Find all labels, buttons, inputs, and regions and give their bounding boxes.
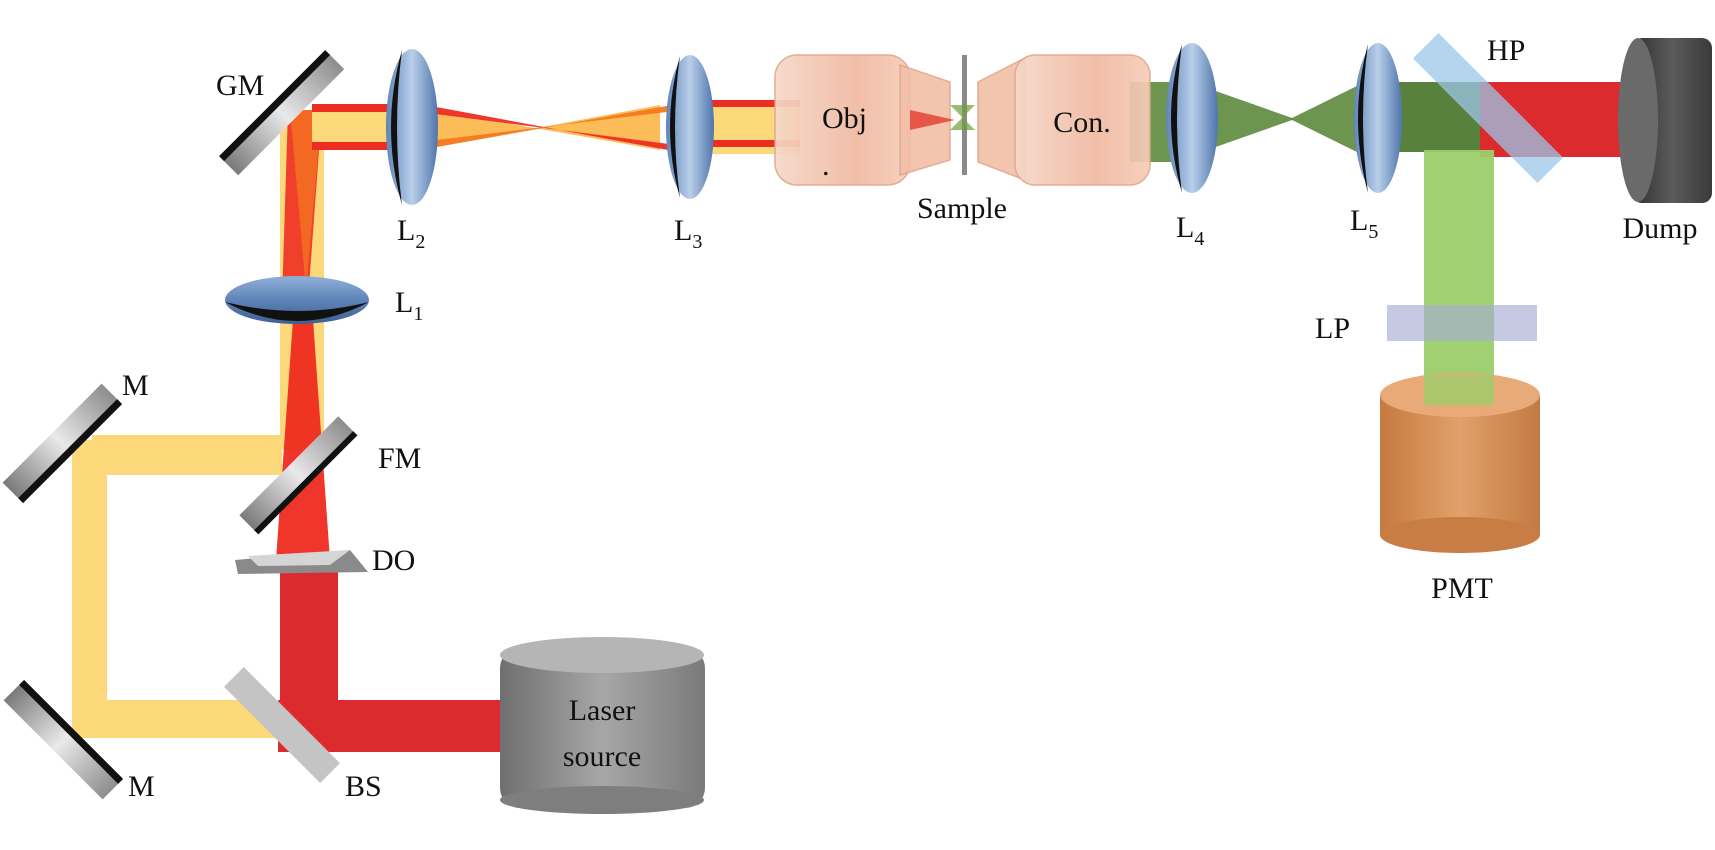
red-beam-gm-to-l2-a xyxy=(312,104,422,112)
label-m-bottom: M xyxy=(128,770,155,803)
laser-source: Laser source xyxy=(500,637,705,814)
label-m-top: M xyxy=(122,369,149,402)
label-l4: L4 xyxy=(1176,211,1204,250)
objective-obj xyxy=(774,54,955,186)
yellow-beam-bottom-horizontal xyxy=(72,700,277,738)
red-beam-l2-l3-cross2 xyxy=(420,100,700,150)
mirror-m-bottom xyxy=(3,679,124,800)
label-gm: GM xyxy=(216,69,264,102)
condenser-con xyxy=(977,54,1151,186)
galvo-mirror-gm xyxy=(219,50,345,176)
label-l3: L3 xyxy=(674,214,702,253)
red-beam-l2-l3-cross1 xyxy=(420,104,700,156)
lens-l4 xyxy=(1166,43,1218,193)
red-beam-l3-to-obj-a xyxy=(680,100,800,107)
label-hp: HP xyxy=(1487,34,1525,67)
harmonic-plate-hp xyxy=(1413,33,1563,183)
long-pass-filter-lp xyxy=(1387,305,1537,341)
label-dump: Dump xyxy=(1623,212,1698,245)
lens-l1 xyxy=(225,276,369,324)
yellow-beam-top-horizontal xyxy=(92,435,282,475)
lens-l5 xyxy=(1354,43,1402,193)
red-beam-cone-gm xyxy=(290,110,322,290)
laser-source-label-line1: Laser xyxy=(569,694,636,727)
red-beam-l3-to-obj-b xyxy=(680,140,800,147)
red-beam-bs-to-do xyxy=(280,570,338,730)
mirror-m-top xyxy=(2,383,123,504)
label-l5: L5 xyxy=(1350,204,1378,243)
beam-dump xyxy=(1618,38,1712,203)
dispersive-optic-do xyxy=(235,550,368,574)
label-bs: BS xyxy=(345,770,382,803)
label-sample: Sample xyxy=(917,192,1007,225)
red-beam-gm-to-l2-b xyxy=(312,142,422,150)
label-l2: L2 xyxy=(397,214,425,253)
flip-mirror-fm xyxy=(239,416,358,535)
laser-source-label-line2: source xyxy=(563,740,641,773)
label-l1: L1 xyxy=(395,286,423,325)
label-obj: Obj xyxy=(822,102,867,135)
label-con: Con. xyxy=(1053,106,1111,139)
green-beam-l5-cone xyxy=(1290,82,1365,156)
lens-l3 xyxy=(666,55,714,199)
label-lp: LP xyxy=(1315,312,1350,345)
yellow-beam-left-vertical xyxy=(72,440,107,730)
photomultiplier-pmt xyxy=(1380,373,1540,553)
label-obj-dot: . xyxy=(822,149,830,182)
lens-l2 xyxy=(386,49,438,205)
label-do: DO xyxy=(372,544,415,577)
beam-splitter-bs xyxy=(224,667,340,783)
label-fm: FM xyxy=(378,442,421,475)
label-pmt: PMT xyxy=(1431,572,1493,605)
sample-slide xyxy=(950,55,975,175)
green-beam-hp-to-pmt xyxy=(1424,150,1494,410)
